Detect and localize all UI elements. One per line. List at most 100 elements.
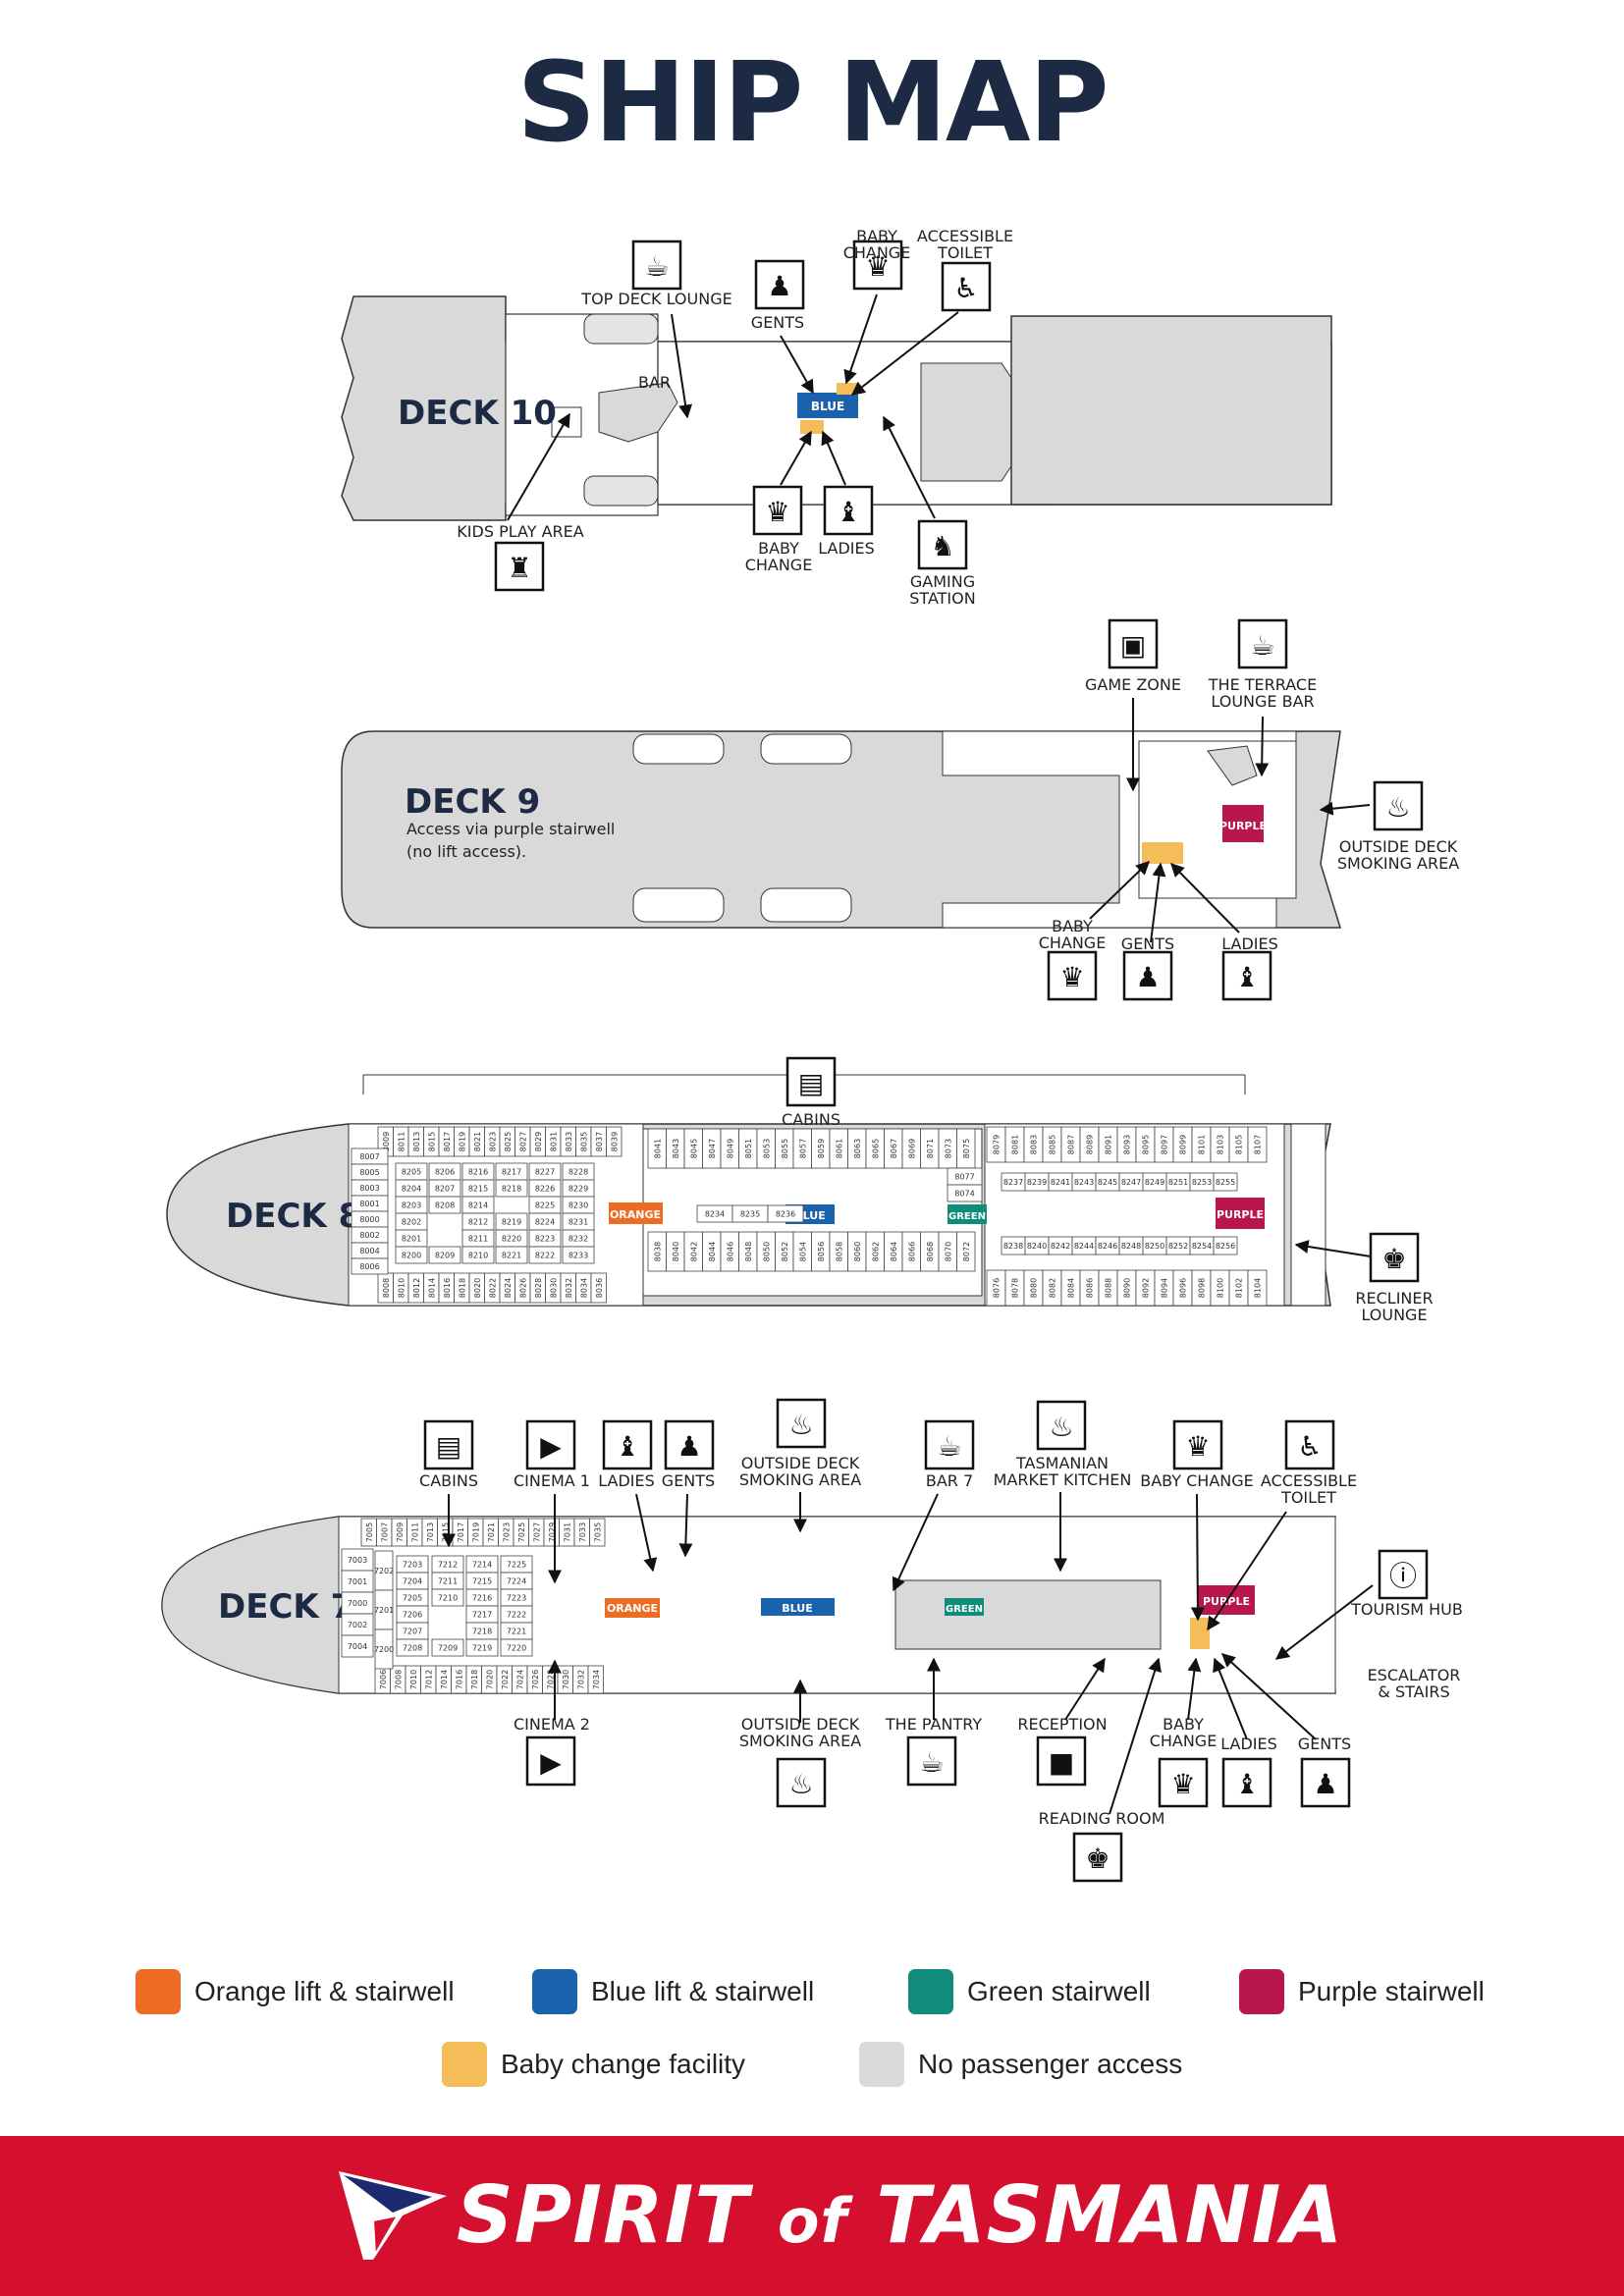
cabin-number: 8204	[402, 1185, 421, 1194]
ship-map: BLUE DECK 10 BAR PURPLE DECK 9 Access vi…	[161, 227, 1463, 1883]
cabin-number: 8067	[890, 1139, 898, 1158]
legend-swatch	[908, 1969, 953, 2014]
cabin-number: 8101	[1198, 1135, 1207, 1154]
label-reading-room: READING ROOM	[1039, 1809, 1165, 1828]
baby-change-icon: ♛	[852, 240, 903, 291]
cabin-number: 7013	[426, 1522, 435, 1542]
pointer-arrow	[1220, 1653, 1317, 1740]
cabin-number: 8098	[1198, 1278, 1207, 1298]
cabin-number: 7026	[531, 1670, 540, 1689]
pointer-arrow	[1109, 1657, 1162, 1815]
label-baby-change-top: BABY CHANGE	[1140, 1471, 1254, 1490]
cabin-number: 7203	[403, 1561, 422, 1570]
cabin-number: 8059	[817, 1139, 826, 1158]
cabin-number: 8251	[1168, 1178, 1188, 1187]
svg-text:♛: ♛	[1059, 961, 1084, 993]
cabin-number: 8086	[1086, 1278, 1095, 1298]
cabin-number: 8206	[435, 1168, 455, 1177]
cabin-number: 8234	[705, 1210, 725, 1219]
cabin-number: 8044	[708, 1242, 717, 1261]
cabin-number: 7225	[507, 1561, 526, 1570]
cabin-number: 8034	[579, 1278, 588, 1298]
cabin-number: 8208	[435, 1201, 455, 1210]
spirit-logo-icon	[339, 2171, 447, 2260]
cabin-number: 8029	[534, 1132, 543, 1151]
legend-label: Purple stairwell	[1298, 1976, 1485, 2006]
cabin-number: 8053	[762, 1139, 771, 1158]
cabin-number: 7002	[348, 1621, 367, 1629]
deck9-baby-change	[1142, 842, 1183, 864]
cabin-number: 8035	[579, 1132, 588, 1151]
footer: SPIRIT of TASMANIA	[0, 2136, 1624, 2296]
cabin-number: 7223	[507, 1594, 526, 1603]
deck8-green-stairwell	[947, 1204, 987, 1224]
cabin-number: 8033	[565, 1132, 573, 1151]
pointer-arrow	[892, 1493, 939, 1592]
svg-text:▣: ▣	[1120, 629, 1146, 662]
cabin-number: 8239	[1027, 1178, 1047, 1187]
cabin-cell	[374, 1629, 394, 1670]
deck9-hull	[341, 730, 1342, 929]
cabin-number: 7212	[438, 1561, 458, 1570]
cabin-number: 7209	[438, 1644, 458, 1653]
legend-label: Baby change facility	[501, 2049, 746, 2079]
cabin-cell	[396, 1638, 429, 1657]
legend-label: No passenger access	[918, 2049, 1183, 2079]
cabins-icon: ▤	[785, 1056, 837, 1107]
label-game-zone: GAME ZONE	[1085, 675, 1181, 694]
cabin-number: 8088	[1105, 1278, 1113, 1298]
cabin-number: 8222	[535, 1252, 555, 1260]
cabin-number: 8025	[504, 1132, 513, 1151]
cabin-number: 8045	[689, 1139, 698, 1158]
cabin-number: 8052	[781, 1242, 789, 1261]
svg-text:♛: ♛	[765, 496, 789, 528]
cabin-number: 8006	[359, 1262, 379, 1271]
cabin-number: 8049	[726, 1139, 734, 1158]
deck7-label: DECK 7	[218, 1587, 353, 1627]
deck8-orange-label: ORANGE	[610, 1208, 661, 1221]
cabin-number: 8221	[502, 1252, 521, 1260]
label-gents: GENTS	[751, 313, 804, 332]
label-cabins: CABINS	[419, 1471, 478, 1490]
cabin-number: 8250	[1145, 1242, 1164, 1251]
cabin-number: 8226	[535, 1185, 555, 1194]
legend-baby-change: Baby change facility	[442, 2042, 745, 2087]
pointer-arrow	[678, 1493, 693, 1558]
cabin-number: 8076	[993, 1278, 1001, 1298]
pointer-arrow	[1064, 1657, 1106, 1721]
cabin-number: 8060	[853, 1242, 862, 1261]
deck8-green-label: GREEN	[948, 1211, 986, 1222]
cabin-number: 7019	[471, 1522, 480, 1542]
cabin-number: 7015	[441, 1522, 450, 1542]
cabin-number: 7032	[576, 1670, 585, 1689]
svg-text:♨: ♨	[788, 1768, 813, 1800]
cabin-number: 7200	[374, 1645, 394, 1654]
cabin-number: 8104	[1254, 1278, 1263, 1298]
cabin-number: 8090	[1123, 1278, 1132, 1298]
cabin-number: 7207	[403, 1628, 422, 1636]
accessible-toilet-icon: ♿	[1284, 1419, 1335, 1470]
cabin-cell	[428, 1196, 461, 1214]
cabin-number: 8072	[962, 1242, 971, 1261]
cabin-number: 8223	[535, 1235, 555, 1244]
cabin-number: 8020	[473, 1278, 482, 1298]
cabin-number: 7028	[546, 1670, 555, 1689]
cabins-icon: ▤	[423, 1419, 474, 1470]
svg-text:♨: ♨	[1049, 1411, 1073, 1443]
cabin-number: 7014	[440, 1670, 449, 1689]
svg-text:♚: ♚	[1085, 1842, 1110, 1875]
legend-swatch	[135, 1969, 181, 2014]
cabin-number: 8051	[744, 1139, 753, 1158]
cabin-number: 8233	[568, 1252, 588, 1260]
kitchen-icon: ♨	[1036, 1400, 1087, 1451]
pointer-arrow	[780, 335, 814, 395]
pointer-arrow	[507, 412, 570, 521]
cabin-number: 7030	[562, 1670, 570, 1689]
smoking-icon: ♨	[776, 1757, 827, 1808]
deck7-orange-stairwell	[605, 1598, 660, 1618]
svg-text:♝: ♝	[1234, 961, 1259, 993]
cabin-number: 8211	[468, 1235, 488, 1244]
